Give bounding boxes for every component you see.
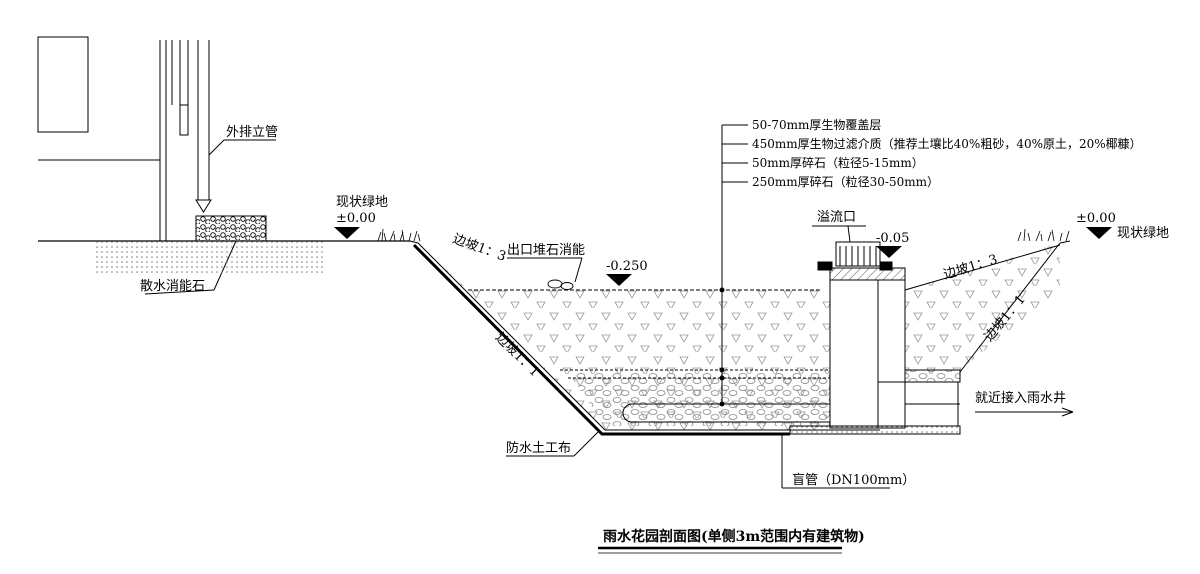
elev-right: ±0.00 (1076, 211, 1116, 226)
elev-pond: -0.250 (606, 259, 648, 274)
overflow-well (817, 241, 906, 429)
energy-stones (195, 215, 267, 242)
gravel-layer (568, 372, 830, 426)
existing-green-left: 现状绿地 (336, 195, 388, 210)
elev-marker-right (1086, 227, 1112, 239)
soil-hatch-left (95, 241, 325, 275)
layer-4: 250mm厚碎石（粒径30-50mm） (752, 174, 939, 189)
geotextile-label: 防水土工布 (506, 440, 571, 456)
blind-pipe-label: 盲管（DN100mm） (792, 472, 915, 488)
downpipe (195, 40, 225, 213)
downpipe-label: 外排立管 (226, 125, 278, 140)
energy-stone-label: 散水消能石 (140, 279, 205, 294)
elev-marker-left (334, 227, 360, 239)
blind-pipe (622, 403, 830, 423)
layer-1: 50-70mm厚生物覆盖层 (752, 118, 881, 132)
outlet-stones (547, 279, 574, 290)
geotextile-liner (412, 243, 790, 436)
elev-overflow: -0.05 (876, 231, 909, 246)
existing-green-right: 现状绿地 (1117, 226, 1169, 241)
grass (377, 228, 1070, 242)
outlet-pipe (789, 369, 961, 435)
outlet-stone-label: 出口堆石消能 (507, 243, 585, 258)
filter-media-right (905, 243, 1060, 380)
elev-left: ±0.00 (336, 211, 376, 226)
connect-label: 就近接入雨水井 (975, 390, 1066, 406)
layer-2: 450mm厚生物过滤介质（推荐土壤比40%粗砂，40%原土，20%椰糠） (752, 136, 1142, 151)
elev-marker-overflow (876, 246, 902, 258)
drawing-title: 雨水花园剖面图(单侧3m范围内有建筑物) (603, 528, 865, 545)
layer-callout (719, 124, 748, 407)
building (37, 36, 189, 241)
slope-left-upper: 边坡1：3 (451, 232, 508, 265)
layer-3: 50mm厚碎石（粒径5-15mm） (752, 155, 924, 170)
overflow-label: 溢流口 (817, 210, 856, 225)
elev-marker-pond (606, 274, 632, 286)
